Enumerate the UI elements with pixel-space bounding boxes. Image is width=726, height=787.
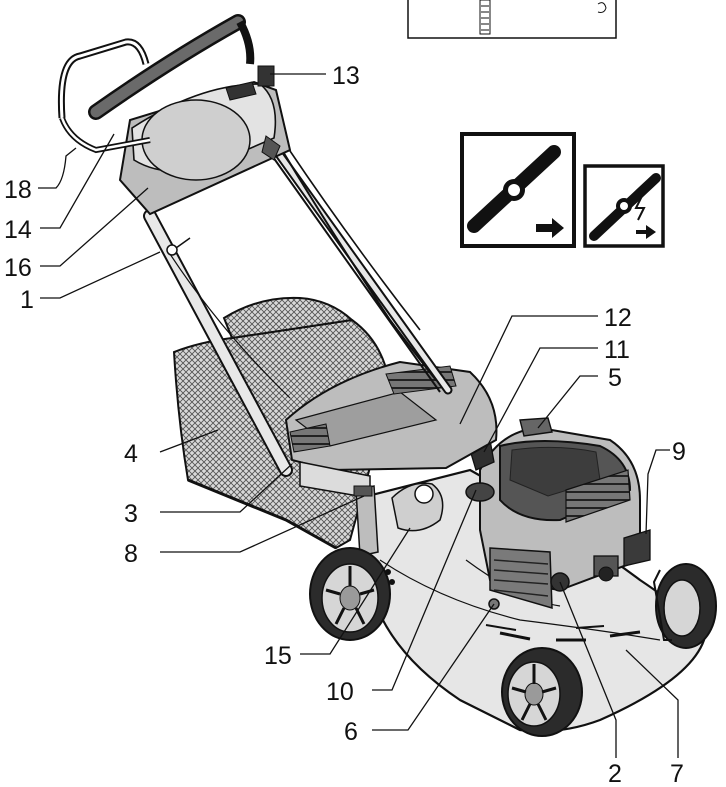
callout-3: 3: [124, 500, 138, 528]
starter-rope: [166, 237, 291, 399]
front-right-wheel: [652, 563, 717, 649]
top-detail-box: [407, 0, 617, 39]
callout-11: 11: [604, 336, 630, 364]
callout-4: 4: [124, 440, 138, 468]
callout-1: 1: [20, 286, 34, 314]
engine: [465, 417, 651, 610]
rear-left-wheel: [309, 547, 391, 641]
callout-14: 14: [4, 216, 32, 244]
callout-9: 9: [672, 438, 686, 466]
callout-8: 8: [124, 540, 138, 568]
callout-5: 5: [608, 364, 622, 392]
callout-16: 16: [4, 254, 32, 282]
callout-13: 13: [332, 62, 360, 90]
blade-rotation-arrow-icon: [460, 132, 576, 248]
blade-brake-lightning-icon: [583, 164, 665, 248]
drive-cover: [284, 360, 498, 532]
callout-2: 2: [608, 760, 622, 787]
callout-18: 18: [4, 176, 32, 204]
callout-10: 10: [326, 678, 354, 706]
leader-lines: [38, 73, 679, 758]
callout-15: 15: [264, 642, 292, 670]
callout-labels: 13 18 14 16 1 4 3 8 15 10 6 2 7 9 12 11 …: [4, 62, 686, 787]
callout-7: 7: [670, 760, 684, 787]
upper-handle: [57, 14, 292, 216]
callout-12: 12: [604, 304, 632, 332]
callout-6: 6: [344, 718, 358, 746]
front-left-wheel: [501, 647, 583, 737]
